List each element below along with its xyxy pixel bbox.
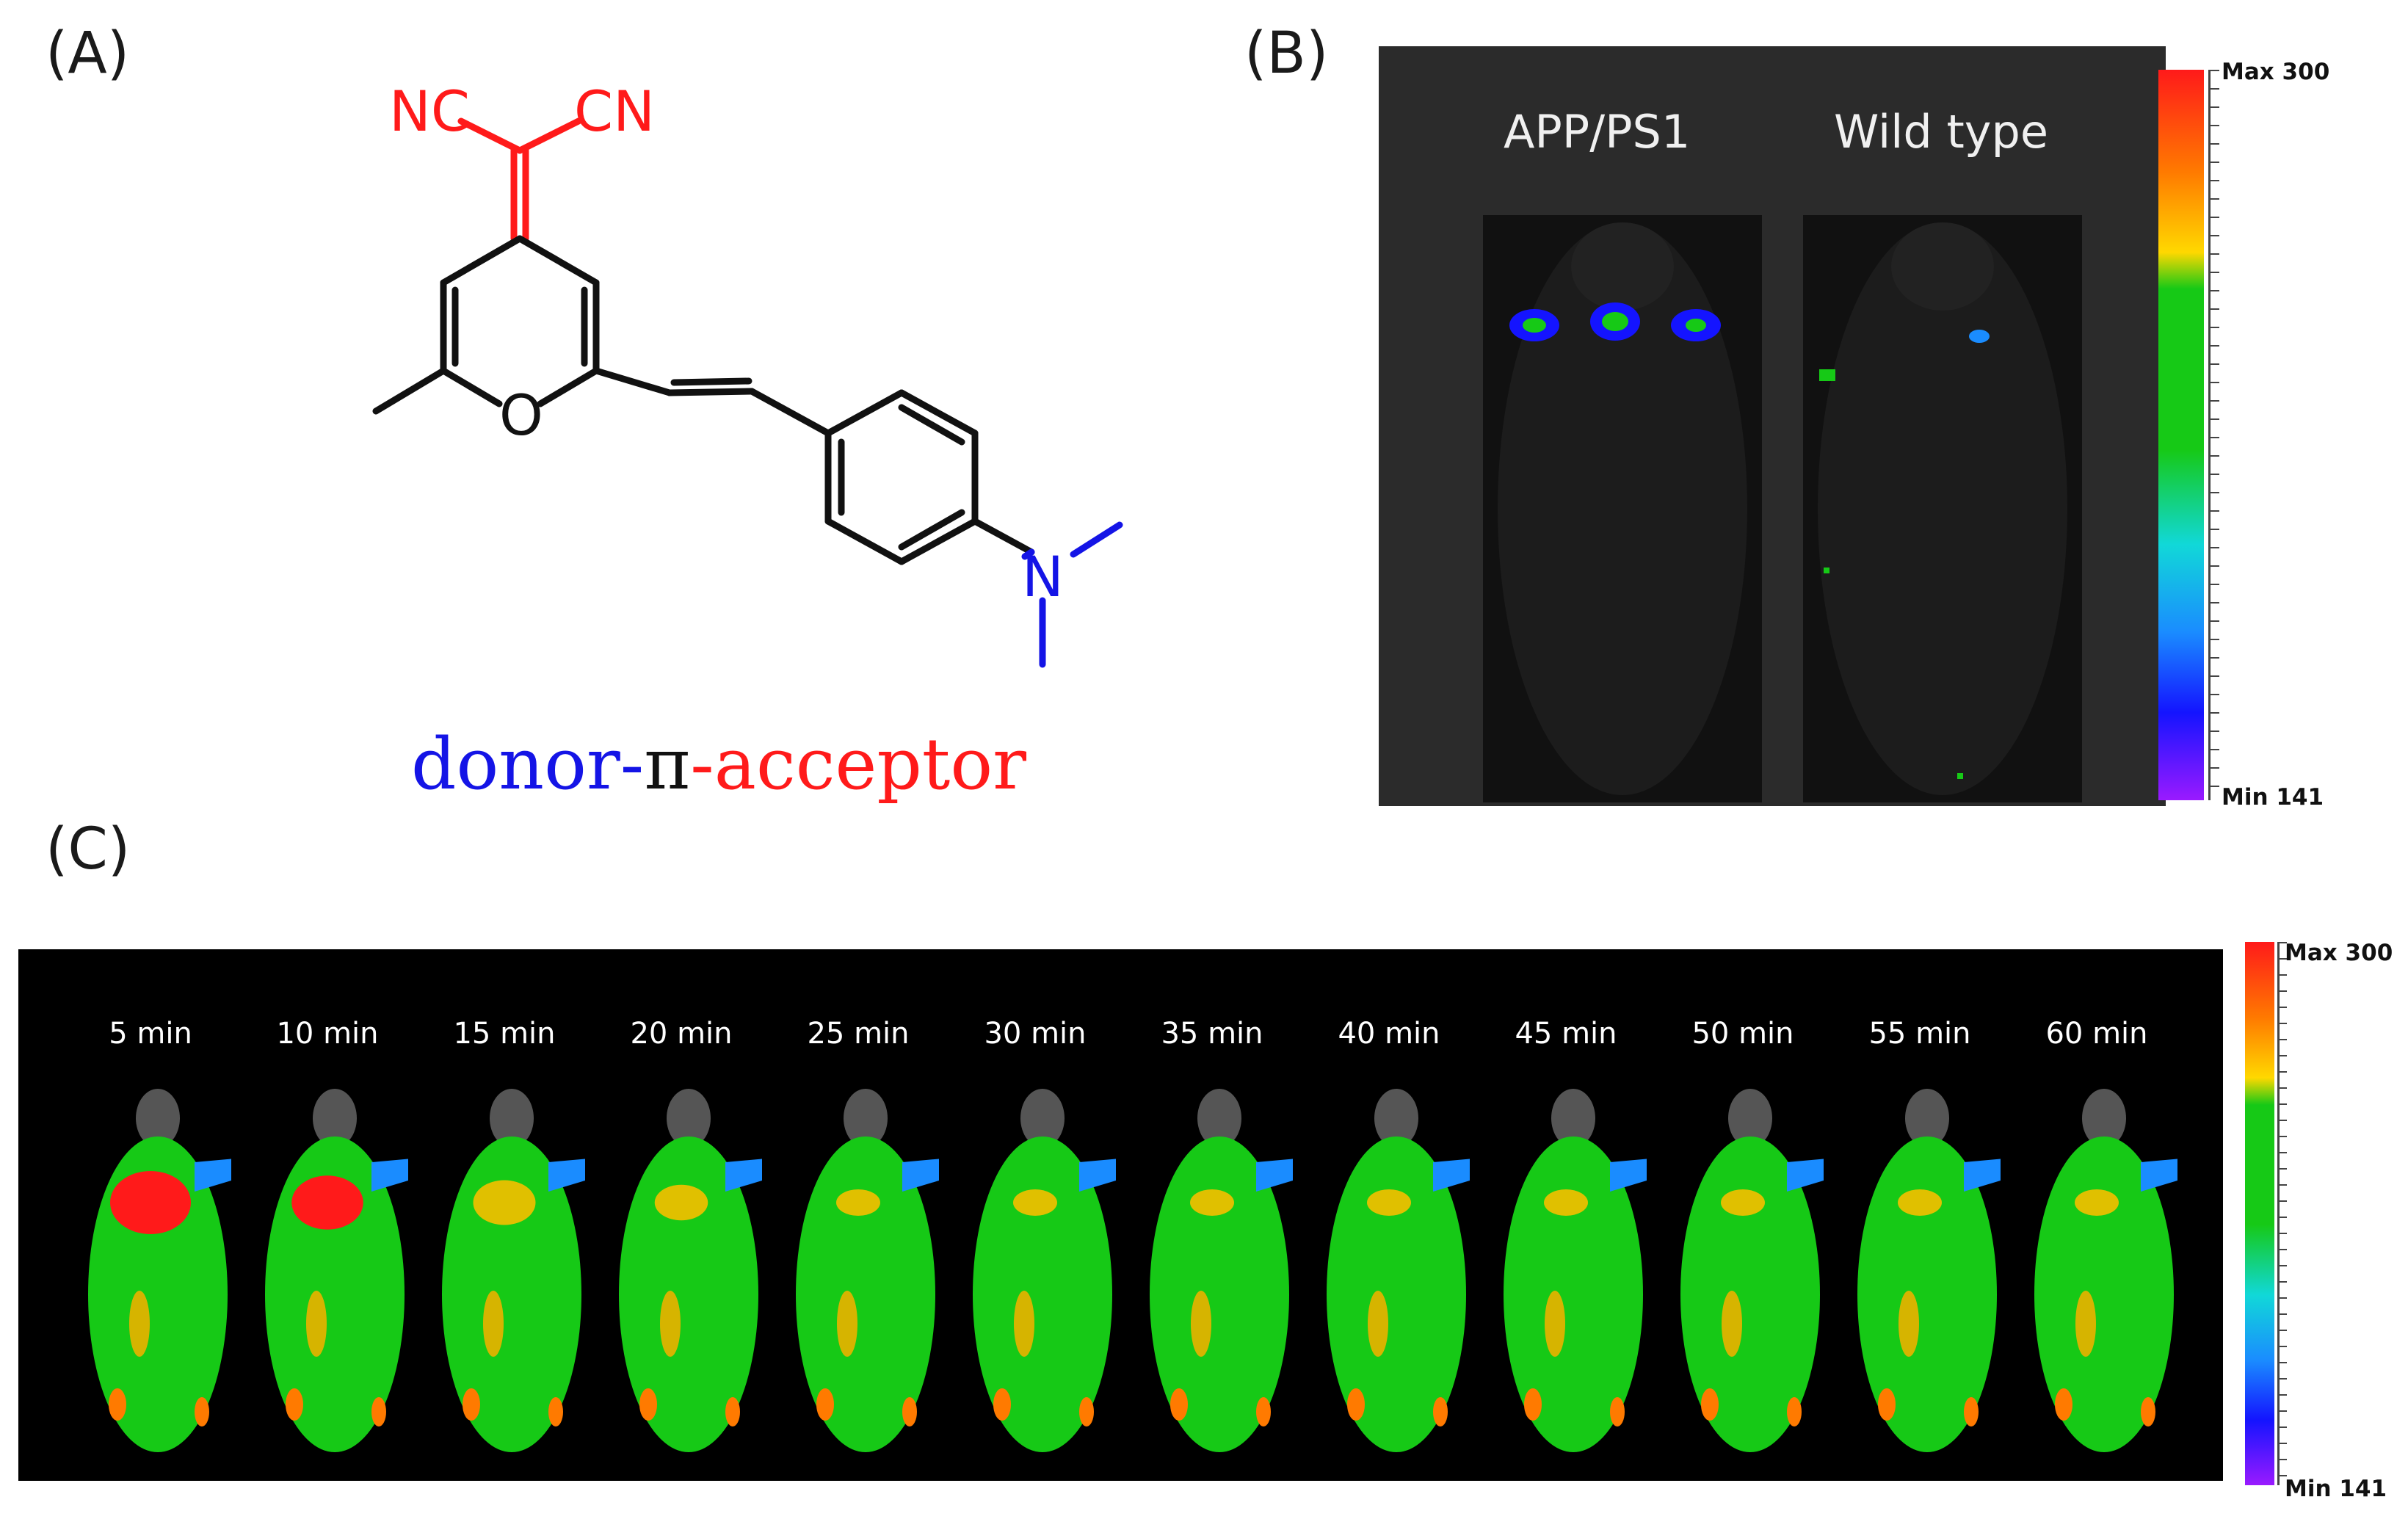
heading-wild-type: Wild type [1834,105,2048,159]
mouse-frame [261,1081,412,1456]
caption-pi: π [644,723,691,805]
cn-atom: CN [574,79,655,144]
nitrogen-atom: N [1022,544,1064,609]
colorbar-c-max: Max 300 [2285,940,2393,966]
colorbar-c-ticks [2277,942,2287,1485]
donor-pi-acceptor-caption: donor-π-acceptor [411,723,1026,805]
heading-app-ps1: APP/PS1 [1504,105,1691,159]
nc-atom: NC [389,79,470,144]
caption-acceptor: acceptor [714,723,1027,805]
panel-c-image: 5 min 10 min 15 min 20 min 25 min 30 min 35 mi… [18,949,2223,1481]
mouse-frame [1677,1081,1827,1456]
panel-a-label: (A) [46,21,130,87]
mouse-frame [615,1081,766,1456]
acceptor-group [457,117,582,242]
mouse-frame [1854,1081,2004,1456]
mouse-frame [438,1081,589,1456]
mouse-app-ps1 [1483,215,1762,802]
panel-b-label: (B) [1244,21,1329,87]
mouse-frame [792,1081,943,1456]
timepoint-label: 15 min [453,1017,556,1051]
panel-c-label: (C) [46,816,131,882]
colorbar-c [2245,942,2274,1485]
timepoint-label: 40 min [1338,1017,1440,1051]
timepoint-label: 55 min [1868,1017,1971,1051]
caption-donor: donor [411,723,620,805]
pi-bridge [372,235,1035,565]
mouse-frame [969,1081,1120,1456]
mouse-frame [2031,1081,2181,1456]
mouse-wild-type [1803,215,2082,802]
mouse-frame [1500,1081,1650,1456]
chemical-structure: NC CN O N [372,79,1123,668]
colorbar-b-min: Min 141 [2222,784,2324,811]
timepoint-label: 30 min [984,1017,1087,1051]
timepoint-label: 60 min [2045,1017,2148,1051]
caption-dash-2: - [690,723,714,805]
oxygen-atom: O [499,383,543,448]
panel-b-image: APP/PS1 Wild type [1379,46,2166,806]
timepoint-label: 35 min [1161,1017,1263,1051]
colorbar-b [2158,70,2204,800]
donor-group [1021,521,1123,668]
mouse-frame [84,1081,235,1456]
timepoint-label: 5 min [109,1017,192,1051]
timepoint-label: 45 min [1515,1017,1617,1051]
caption-dash-1: - [620,723,645,805]
colorbar-b-ticks [2208,70,2219,800]
timepoint-label: 50 min [1691,1017,1794,1051]
timepoint-label: 20 min [630,1017,733,1051]
timepoint-label: 25 min [807,1017,910,1051]
colorbar-c-min: Min 141 [2285,1476,2387,1502]
mouse-frame [1323,1081,1473,1456]
mouse-frame [1146,1081,1297,1456]
timepoint-label: 10 min [276,1017,379,1051]
colorbar-b-max: Max 300 [2222,59,2330,85]
